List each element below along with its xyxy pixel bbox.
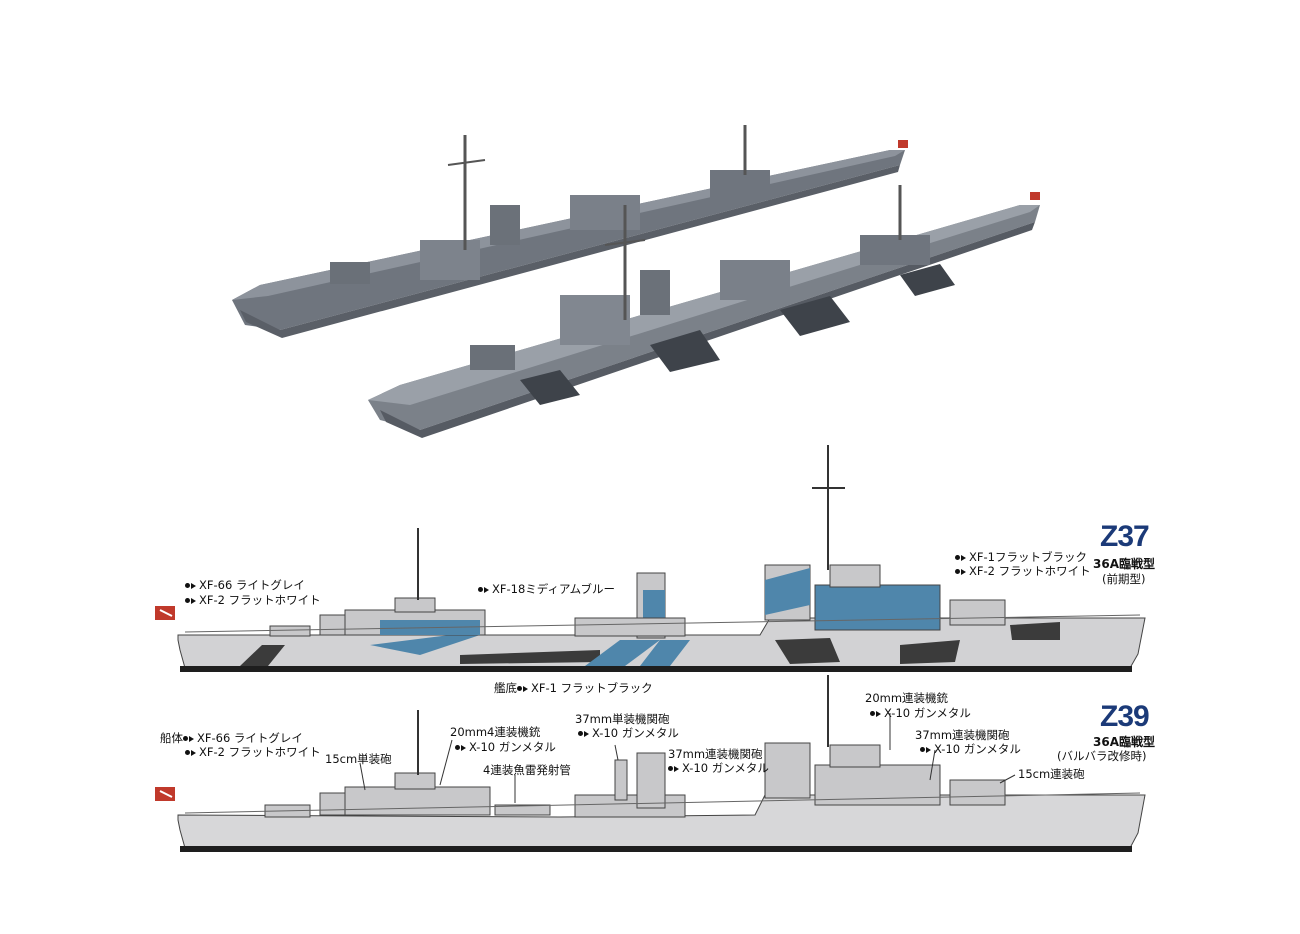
z37-label-white: XF-2 フラットホワイト — [185, 593, 321, 607]
z39-label-37mm-twin-2: 37mm連装機関砲 — [915, 728, 1010, 742]
z37-label-white-2: XF-2 フラットホワイト — [955, 564, 1091, 578]
model-photo — [232, 125, 1040, 438]
z39-label-37mm-twin: 37mm連装機関砲 — [668, 747, 763, 761]
z37-camo-blue-2 — [585, 640, 660, 666]
z39-boot-topping — [180, 846, 1132, 852]
z39-label-20mm-twin-paint: X-10 ガンメタル — [870, 706, 971, 720]
z39-rail — [184, 792, 1141, 814]
z39-bridge — [344, 786, 491, 816]
z37-label-medium-blue: XF-18ミディアムブルー — [478, 582, 615, 596]
z37-tower — [394, 597, 436, 613]
z37-aft-tower — [829, 564, 881, 588]
z39-label-15cm-twin: 15cm連装砲 — [1018, 767, 1085, 781]
z37-camo-black-3 — [775, 638, 840, 664]
z37-camo-blue-3 — [640, 640, 690, 666]
z39-aft-tower — [829, 744, 881, 768]
z39-tower — [394, 772, 436, 790]
z37-label-light-grey: XF-66 ライトグレイ — [185, 578, 305, 592]
model-ship-front — [368, 185, 1040, 438]
z37-aft-turret — [949, 599, 1006, 626]
z37-subtitle2: (前期型) — [1102, 572, 1146, 586]
model-ship-rear — [232, 125, 908, 338]
z37-boot-topping — [180, 666, 1132, 672]
z37-subtitle: 36A臨戦型 — [1093, 557, 1155, 571]
z37-profile — [155, 445, 1146, 672]
z39-mid-deck — [574, 794, 686, 818]
z37-camo-black-1 — [240, 645, 285, 666]
z37-camo-blue-1 — [370, 635, 480, 655]
z39-funnel-2 — [764, 742, 811, 799]
z37-gun-fore-1 — [269, 625, 311, 637]
z39-subtitle: 36A臨戦型 — [1093, 735, 1155, 749]
z39-aft-turret — [949, 779, 1006, 806]
z37-title: Z37 — [1100, 520, 1150, 553]
z39-label-torpedo: 4連装魚雷発射管 — [483, 763, 571, 777]
z39-label-20mm-quad: 20mm4連装機銃 — [450, 725, 541, 739]
z39-title: Z39 — [1100, 700, 1150, 733]
z37-rail — [184, 614, 1141, 633]
z39-subtitle2: (バルバラ改修時) — [1057, 749, 1147, 763]
z39-label-20mm-twin: 20mm連装機銃 — [865, 691, 949, 705]
z37-camo-black-5 — [1010, 622, 1060, 640]
z37-aft-house — [814, 584, 941, 631]
z37-funnel-2-blue — [765, 568, 810, 615]
z39-hull — [177, 794, 1146, 849]
z39-label-37mm-twin-paint: X-10 ガンメタル — [668, 761, 769, 775]
z39-funnel-1 — [636, 752, 666, 809]
z37-funnel-1-blue — [643, 590, 665, 620]
z39-label-20mm-quad-paint: X-10 ガンメタル — [455, 740, 556, 754]
z39-profile — [155, 675, 1146, 852]
z39-torpedo-tubes — [494, 804, 551, 816]
z39-label-37mm-twin-2-paint: X-10 ガンメタル — [920, 742, 1021, 756]
z37-mid-deck — [574, 617, 686, 637]
z37-label-black: XF-1フラットブラック — [955, 550, 1087, 564]
z39-label-white: XF-2 フラットホワイト — [185, 745, 321, 759]
z39-label-37mm-single: 37mm単装機関砲 — [575, 712, 670, 726]
z39-label-15cm-single: 15cm単装砲 — [325, 752, 392, 766]
z37-camo-black-4 — [900, 640, 960, 664]
z37-camo-black-2 — [460, 650, 600, 664]
z39-label-37mm-single-paint: X-10 ガンメタル — [578, 726, 679, 740]
z39-aa-tower — [614, 759, 628, 801]
